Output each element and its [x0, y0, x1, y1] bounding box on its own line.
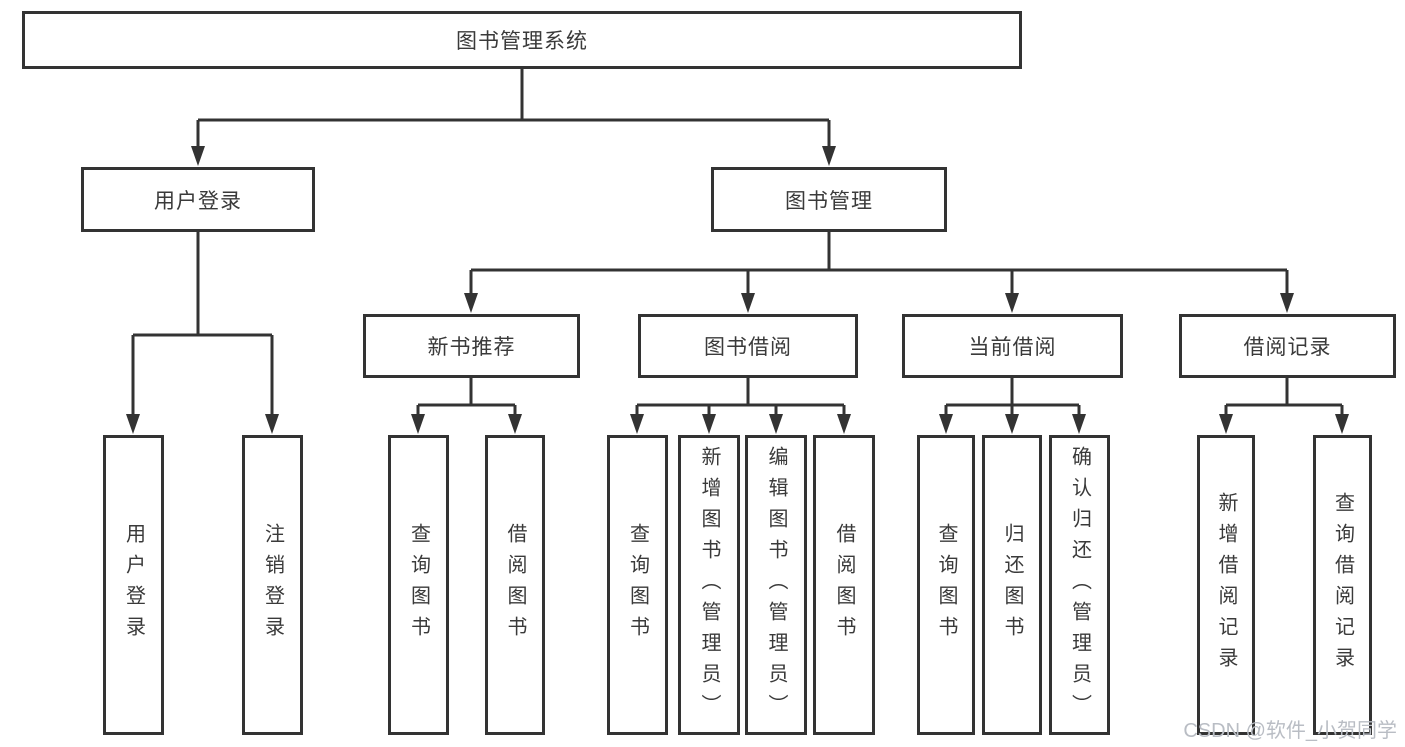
leaf-user-login: 用户登录 — [103, 435, 164, 735]
leaf-current-return: 归还图书 — [982, 435, 1042, 735]
node-current-borrow-label: 当前借阅 — [968, 336, 1057, 359]
node-borrow-records: 借阅记录 — [1179, 314, 1396, 378]
node-user-login-label: 用户登录 — [154, 189, 242, 213]
node-new-books: 新书推荐 — [363, 314, 580, 378]
leaf-records-query: 查询借阅记录 — [1313, 435, 1372, 735]
node-current-borrow: 当前借阅 — [902, 314, 1123, 378]
leaf-borrow-add-admin-label: 新增图书（管理员） — [698, 445, 720, 725]
leaf-borrow-edit-admin-label: 编辑图书（管理员） — [765, 445, 787, 725]
leaf-logout: 注销登录 — [242, 435, 303, 735]
leaf-borrow-borrow: 借阅图书 — [813, 435, 875, 735]
leaf-user-login-label: 用户登录 — [122, 523, 145, 647]
leaf-borrow-query-label: 查询图书 — [626, 523, 649, 647]
leaf-newbooks-borrow-label: 借阅图书 — [504, 523, 526, 647]
leaf-current-confirm-admin-label: 确认归还（管理员） — [1068, 445, 1091, 725]
node-new-books-label: 新书推荐 — [427, 336, 516, 359]
node-book-management: 图书管理 — [711, 167, 947, 232]
node-book-management-label: 图书管理 — [785, 189, 873, 213]
node-book-borrow-label: 图书借阅 — [704, 336, 792, 359]
leaf-newbooks-query-label: 查询图书 — [407, 523, 430, 647]
leaf-newbooks-query: 查询图书 — [388, 435, 449, 735]
leaf-borrow-borrow-label: 借阅图书 — [833, 523, 855, 647]
node-borrow-records-label: 借阅记录 — [1243, 336, 1332, 359]
csdn-watermark: CSDN @软件_小贺同学 — [1183, 720, 1397, 742]
node-user-login: 用户登录 — [81, 167, 315, 232]
leaf-records-add-label: 新增借阅记录 — [1215, 492, 1237, 678]
leaf-borrow-query: 查询图书 — [607, 435, 668, 735]
leaf-current-query-label: 查询图书 — [935, 523, 957, 647]
leaf-records-query-label: 查询借阅记录 — [1331, 492, 1354, 678]
node-book-borrow: 图书借阅 — [638, 314, 858, 378]
leaf-borrow-add-admin: 新增图书（管理员） — [678, 435, 740, 735]
node-root: 图书管理系统 — [22, 11, 1022, 69]
leaf-current-query: 查询图书 — [917, 435, 975, 735]
leaf-borrow-edit-admin: 编辑图书（管理员） — [745, 435, 807, 735]
leaf-current-confirm-admin: 确认归还（管理员） — [1049, 435, 1110, 735]
leaf-newbooks-borrow: 借阅图书 — [485, 435, 545, 735]
leaf-records-add: 新增借阅记录 — [1197, 435, 1255, 735]
leaf-logout-label: 注销登录 — [261, 523, 284, 647]
leaf-current-return-label: 归还图书 — [1001, 523, 1023, 647]
node-root-label: 图书管理系统 — [456, 30, 588, 53]
